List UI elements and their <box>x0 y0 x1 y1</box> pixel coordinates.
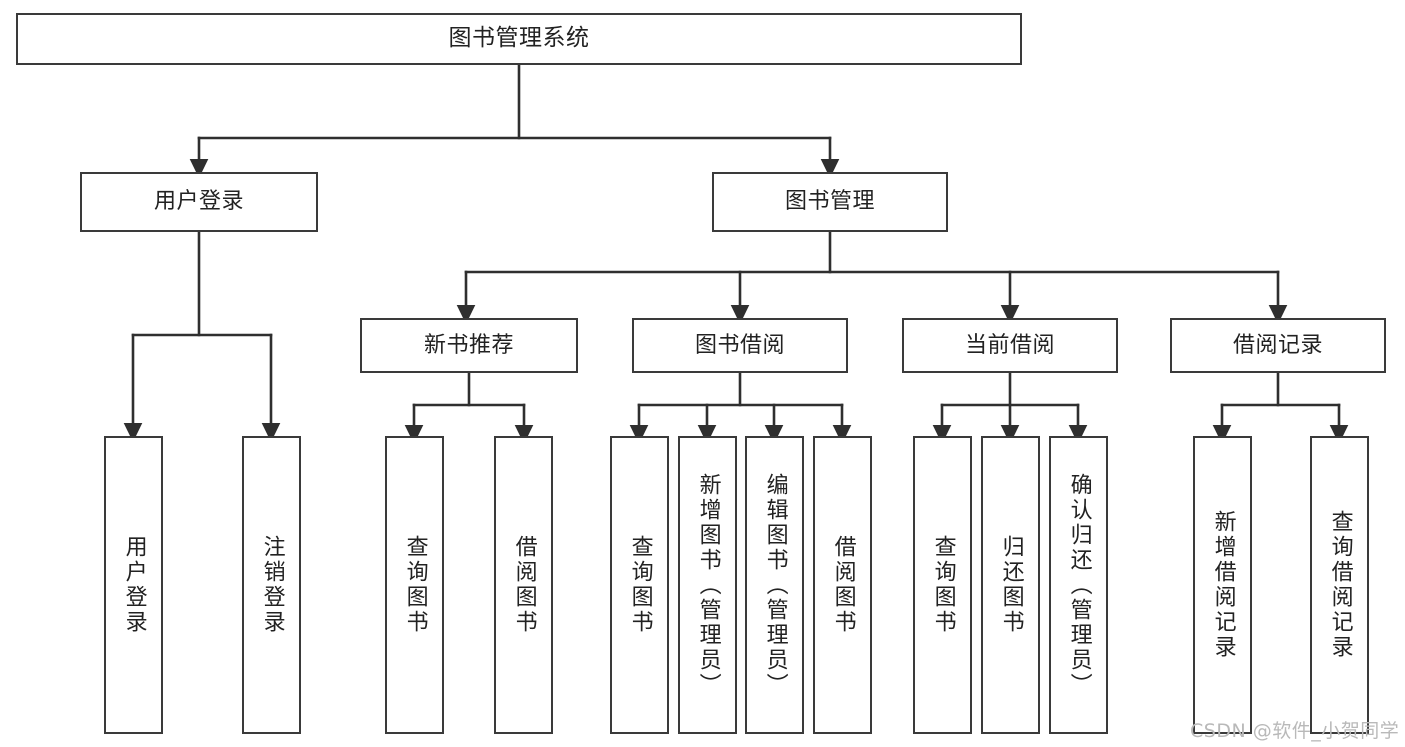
node-label: 图书借阅 <box>694 332 785 358</box>
watermark-text: CSDN @软件_小贺同学 <box>1190 720 1400 742</box>
node-label: 注销登录 <box>259 535 285 635</box>
node-user-login[interactable]: 用户登录 <box>80 172 318 232</box>
node-label: 借阅记录 <box>1232 332 1323 358</box>
node-label: 查询图书 <box>930 535 956 635</box>
leaf-user-login-sign-out[interactable]: 注销登录 <box>242 436 301 734</box>
leaf-current-return-book[interactable]: 归还图书 <box>981 436 1040 734</box>
node-label: 借阅图书 <box>511 535 537 635</box>
node-label: 新增图书（管理员） <box>695 472 721 698</box>
node-label: 查询借阅记录 <box>1327 510 1353 660</box>
leaf-current-confirm-return-admin[interactable]: 确认归还（管理员） <box>1049 436 1108 734</box>
node-label: 图书管理 <box>784 189 875 215</box>
node-label: 用户登录 <box>121 535 147 635</box>
leaf-current-query-book[interactable]: 查询图书 <box>913 436 972 734</box>
node-current-borrowing[interactable]: 当前借阅 <box>902 318 1118 373</box>
leaf-borrow-query-book[interactable]: 查询图书 <box>610 436 669 734</box>
node-label: 当前借阅 <box>964 332 1055 358</box>
node-label: 查询图书 <box>627 535 653 635</box>
leaf-borrow-add-book-admin[interactable]: 新增图书（管理员） <box>678 436 737 734</box>
node-label: 借阅图书 <box>830 535 856 635</box>
node-label: 用户登录 <box>153 189 244 215</box>
node-label: 图书管理系统 <box>448 25 590 52</box>
node-label: 归还图书 <box>998 535 1024 635</box>
node-root-library-management-system[interactable]: 图书管理系统 <box>16 13 1022 65</box>
leaf-borrow-edit-book-admin[interactable]: 编辑图书（管理员） <box>745 436 804 734</box>
node-new-book-recommendation[interactable]: 新书推荐 <box>360 318 578 373</box>
leaf-borrow-borrow-book[interactable]: 借阅图书 <box>813 436 872 734</box>
node-borrowing-record[interactable]: 借阅记录 <box>1170 318 1386 373</box>
leaf-recommend-query-book[interactable]: 查询图书 <box>385 436 444 734</box>
leaf-user-login-sign-in[interactable]: 用户登录 <box>104 436 163 734</box>
node-label: 编辑图书（管理员） <box>762 472 788 698</box>
node-label: 新增借阅记录 <box>1210 510 1236 660</box>
node-label: 确认归还（管理员） <box>1066 472 1092 698</box>
leaf-record-query-borrow-record[interactable]: 查询借阅记录 <box>1310 436 1369 734</box>
node-label: 新书推荐 <box>423 332 514 358</box>
node-book-borrowing[interactable]: 图书借阅 <box>632 318 848 373</box>
leaf-record-add-borrow-record[interactable]: 新增借阅记录 <box>1193 436 1252 734</box>
node-book-management[interactable]: 图书管理 <box>712 172 948 232</box>
leaf-recommend-borrow-book[interactable]: 借阅图书 <box>494 436 553 734</box>
node-label: 查询图书 <box>402 535 428 635</box>
